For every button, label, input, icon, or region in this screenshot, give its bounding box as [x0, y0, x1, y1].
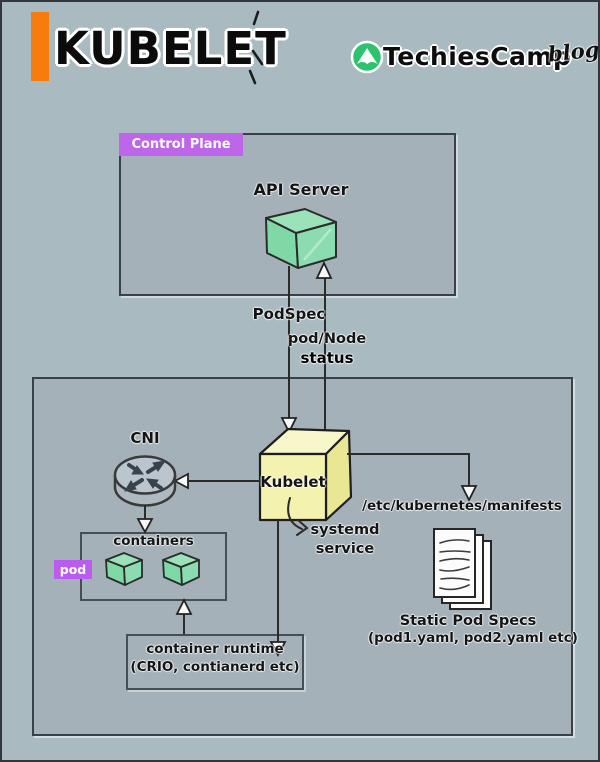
brand-logo-icon	[350, 40, 384, 74]
podspec-edge	[280, 266, 298, 435]
pod-node-status-label-line1: pod/Node	[287, 331, 367, 347]
kubelet-to-runtime-edge	[269, 520, 287, 657]
title-sparks-icon	[248, 10, 267, 85]
static-pod-specs-label-line1: Static Pod Specs	[399, 613, 537, 629]
title-accent-bar	[31, 12, 49, 81]
systemd-service-label-line1: systemd	[310, 522, 380, 538]
container-runtime-label-line1: container runtime	[146, 641, 284, 657]
cni-to-containers-edge	[136, 505, 154, 534]
container-cube-icon	[162, 552, 200, 586]
runtime-to-containers-edge	[175, 597, 193, 634]
static-pod-specs-label-line2: (pod1.yaml, pod2.yaml etc)	[368, 630, 578, 646]
pod-node-status-label-line2: status	[300, 349, 354, 367]
kubelet-cube-icon	[258, 427, 353, 522]
cni-label: CNI	[130, 429, 160, 447]
container-cube-icon	[105, 552, 143, 586]
pod-node-status-edge	[315, 260, 333, 433]
page-title: KUBELET	[54, 22, 287, 75]
kubelet-systemd-arrow	[287, 497, 309, 536]
systemd-service-label-line2: service	[315, 541, 375, 557]
brand-name: TechiesCamp	[383, 42, 572, 71]
kubelet-label: Kubelet	[260, 473, 326, 491]
api-server-cube-icon	[265, 208, 337, 269]
containers-label: containers	[113, 533, 194, 549]
static-pod-specs-icon	[433, 528, 492, 610]
pod-tag: pod	[54, 560, 92, 579]
control-plane-tag: Control Plane	[119, 133, 243, 156]
api-server-label: API Server	[253, 180, 349, 199]
manifests-path-label: /etc/kubernetes/manifests	[362, 498, 562, 514]
cni-router-icon	[113, 455, 177, 507]
podspec-label: PodSpec	[252, 305, 326, 323]
kubelet-to-manifests-edge	[347, 453, 478, 503]
kubelet-to-cni-edge	[173, 472, 260, 490]
container-runtime-label-line2: (CRIO, contianerd etc)	[130, 659, 300, 675]
